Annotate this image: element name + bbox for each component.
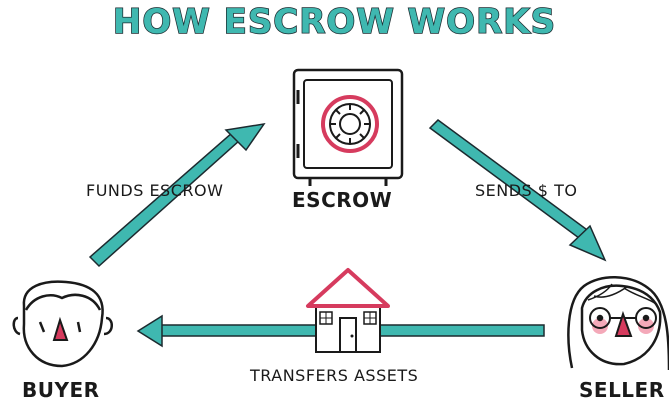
buyer-label: BUYER [22, 378, 100, 402]
arrow-escrow-to-seller [428, 119, 607, 262]
escrow-label: ESCROW [292, 188, 393, 212]
transfers-assets-label: TRANSFERS ASSETS [250, 366, 419, 385]
buyer-face-icon [12, 280, 113, 368]
sends-to-label: SENDS $ TO [475, 181, 578, 200]
house-icon [306, 268, 390, 353]
funds-escrow-label: FUNDS ESCROW [86, 181, 224, 200]
arrow-buyer-to-escrow [88, 122, 266, 268]
seller-face-icon [567, 276, 669, 371]
diagram-title: HOW ESCROW WORKS [112, 1, 557, 43]
seller-label: SELLER [579, 378, 665, 402]
safe-icon [292, 68, 404, 186]
